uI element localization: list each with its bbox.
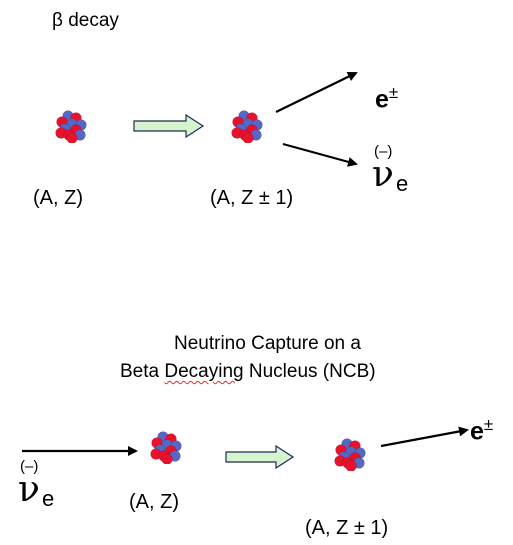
- proton: [345, 460, 357, 471]
- ncb-parent-label-text: (A, Z): [129, 491, 179, 513]
- beta-parent-label: (A, Z): [33, 188, 83, 208]
- ncb-daughter-label: (A, Z ± 1): [305, 517, 389, 539]
- ncb-title-line2-a: Beta: [120, 361, 165, 382]
- beta-lepton-symbol: e: [375, 85, 389, 114]
- ncb-title-line2: Beta Decaying Nucleus (NCB): [120, 362, 376, 381]
- ncb-title-line1: Neutrino Capture on a: [174, 334, 361, 353]
- beta-daughter-nucleus-icon: [231, 110, 263, 143]
- beta-decay-title: β decay: [52, 10, 119, 31]
- beta-parent-nucleus-icon: [55, 110, 87, 143]
- beta-parent-label-text: (A, Z): [33, 187, 83, 209]
- beta-transition-arrow: [133, 113, 205, 139]
- ncb-lepton-charge: ±: [483, 415, 494, 434]
- ncb-lepton-symbol: e: [470, 417, 484, 446]
- ncb-title-line2-c: Nucleus (NCB): [243, 361, 376, 382]
- ncb-neutrino-subscript: e: [42, 486, 55, 511]
- ncb-title-line1-text: Neutrino Capture on a: [174, 333, 361, 354]
- proton: [161, 453, 173, 464]
- ncb-parent-label: (A, Z): [129, 492, 179, 512]
- beta-neutrino-paren: (–): [374, 143, 393, 160]
- beta-lepton-label: e±: [375, 84, 398, 112]
- ncb-incoming-neutrino-label: (–) ν e: [18, 458, 78, 518]
- beta-neutrino-arrow: [282, 142, 358, 167]
- beta-neutrino-subscript: e: [396, 171, 409, 196]
- ncb-neutrino-paren: (–): [20, 458, 39, 475]
- beta-daughter-label: (A, Z ± 1): [210, 187, 294, 209]
- proton: [66, 132, 78, 143]
- proton: [242, 132, 254, 143]
- ncb-parent-nucleus-icon: [150, 431, 182, 464]
- beta-lepton-charge: ±: [388, 83, 399, 102]
- ncb-lepton-label: e±: [470, 416, 493, 444]
- beta-neutrino-label: (–) ν e: [372, 143, 432, 203]
- ncb-lepton-arrow: [380, 426, 469, 448]
- ncb-title-line2-b: Decaying: [164, 361, 244, 382]
- beta-lepton-arrow: [275, 72, 358, 113]
- ncb-neutrino-symbol: ν: [18, 469, 40, 510]
- ncb-daughter-nucleus-icon: [334, 438, 366, 471]
- beta-neutrino-symbol: ν: [372, 154, 394, 195]
- ncb-transition-arrow: [225, 444, 295, 470]
